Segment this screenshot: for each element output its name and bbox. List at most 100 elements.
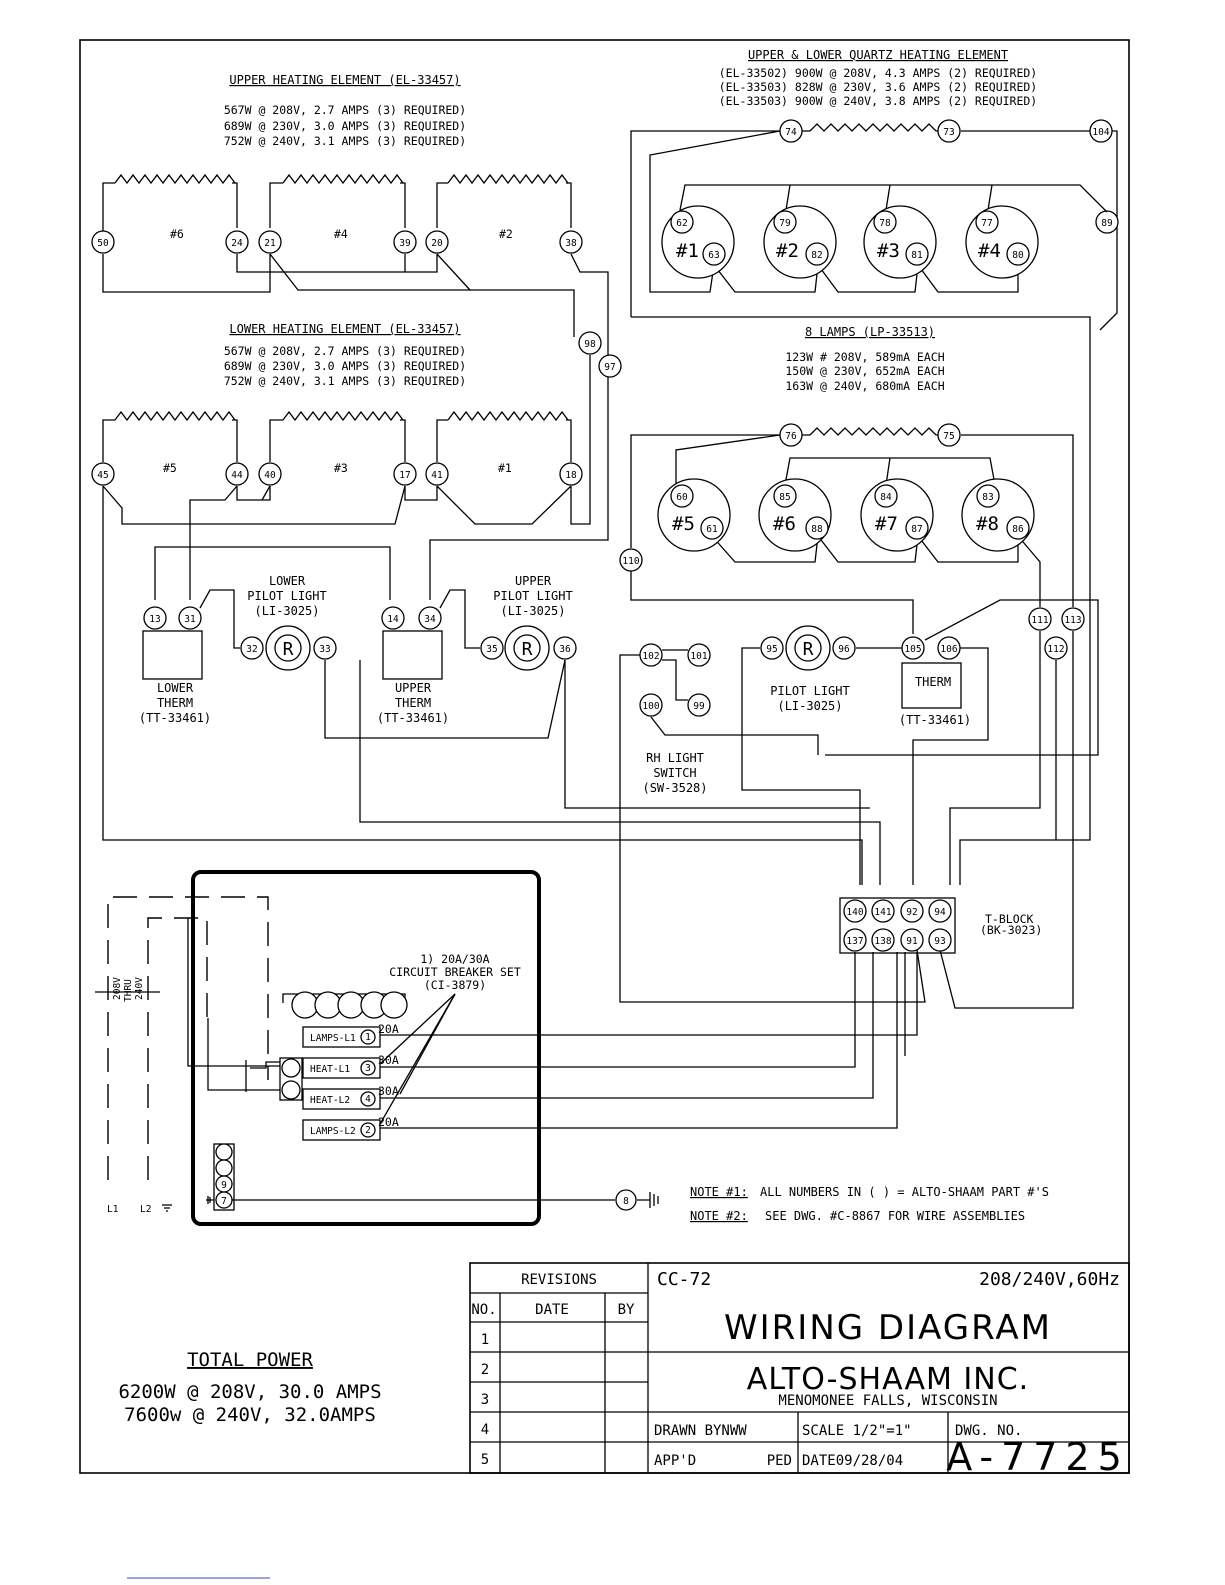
appd-by: PED (767, 1453, 792, 1469)
supply-l2: L2 (140, 1204, 151, 1215)
model: CC-72 (657, 1269, 711, 1290)
col-no: NO. (471, 1302, 496, 1318)
terminal: 78 (879, 218, 891, 229)
dwg-label: DWG. NO. (955, 1423, 1022, 1439)
terminal: 84 (880, 492, 892, 503)
quartz-spec: (EL-33503) 900W @ 240V, 3.8 AMPS (2) REQ… (719, 94, 1038, 108)
terminal: 106 (940, 644, 957, 655)
component-label: THERM (915, 675, 951, 689)
terminal: 96 (838, 644, 850, 655)
lower-heating-spec: 752W @ 240V, 3.1 AMPS (3) REQUIRED) (224, 374, 466, 388)
component-label: PILOT LIGHT (247, 589, 326, 603)
terminal: 82 (811, 250, 822, 261)
drawing-title: WIRING DIAGRAM (724, 1308, 1052, 1348)
terminal: 80 (1012, 250, 1024, 261)
component-label: (SW-3528) (642, 781, 707, 795)
terminal: 87 (911, 524, 922, 535)
col-date: DATE (535, 1302, 569, 1318)
lower-heating-spec: 689W @ 230V, 3.0 AMPS (3) REQUIRED) (224, 359, 466, 373)
breaker (302, 1088, 381, 1110)
lower-pilot-light (265, 625, 311, 671)
terminal: 79 (779, 218, 791, 229)
breaker-label: LAMPS-L2 (310, 1126, 356, 1137)
terminal: 112 (1047, 644, 1064, 655)
terminal: 100 (642, 701, 659, 712)
lamp-label: #6 (773, 513, 796, 535)
lower-heating-spec: 567W @ 208V, 2.7 AMPS (3) REQUIRED) (224, 344, 466, 358)
component-label: (LI-3025) (500, 604, 565, 618)
date: DATE09/28/04 (802, 1453, 903, 1469)
quartz-spec: (EL-33502) 900W @ 208V, 4.3 AMPS (2) REQ… (719, 66, 1038, 80)
terminal: 93 (934, 936, 945, 947)
breaker-num: 4 (365, 1094, 371, 1105)
lower-heating-title: LOWER HEATING ELEMENT (EL-33457) (229, 322, 460, 336)
therm-right (901, 662, 962, 709)
terminal: 140 (846, 907, 863, 918)
terminal: 44 (231, 470, 243, 481)
supply-voltage: 208V (112, 977, 123, 1000)
terminal: 31 (184, 614, 196, 625)
breaker-title: (CI-3879) (424, 978, 486, 992)
terminal: 138 (874, 936, 891, 947)
upper-heating-coils (102, 174, 572, 293)
lamp-label: #5 (672, 513, 695, 535)
breaker-title: CIRCUIT BREAKER SET (389, 965, 521, 979)
total-power-line: 6200W @ 208V, 30.0 AMPS (118, 1381, 381, 1403)
dwg-number: A-7725 (946, 1435, 1130, 1479)
component-label: PILOT LIGHT (493, 589, 572, 603)
location: MENOMONEE FALLS, WISCONSIN (778, 1393, 997, 1409)
terminal: 91 (906, 936, 918, 947)
terminal: 81 (911, 250, 923, 261)
component-label: (TT-33461) (899, 713, 971, 727)
terminal: 45 (97, 470, 108, 481)
breaker-label: HEAT-L1 (310, 1064, 350, 1075)
breaker (302, 1026, 381, 1048)
component-label: (LI-3025) (777, 699, 842, 713)
component-label: UPPER (395, 681, 432, 695)
terminal: 99 (693, 701, 705, 712)
ground-icon (637, 1192, 659, 1208)
component-label: UPPER (515, 574, 552, 588)
pilot-symbol: R (803, 639, 814, 660)
terminal: 35 (486, 644, 497, 655)
terminal: 104 (1092, 127, 1109, 138)
terminal: 13 (149, 614, 160, 625)
upper-heating-spec: 567W @ 208V, 2.7 AMPS (3) REQUIRED) (224, 103, 466, 117)
terminal: 105 (904, 644, 921, 655)
pilot-light (785, 625, 831, 671)
pilot-symbol: R (522, 639, 533, 660)
upper-heating-title: UPPER HEATING ELEMENT (EL-33457) (229, 73, 460, 87)
component-label: (TT-33461) (377, 711, 449, 725)
terminal: 95 (766, 644, 777, 655)
breaker-amps: 20A (378, 1115, 399, 1129)
note-text: ALL NUMBERS IN ( ) = ALTO-SHAAM PART #'S (760, 1185, 1049, 1199)
upper-heating-spec: 689W @ 230V, 3.0 AMPS (3) REQUIRED) (224, 119, 466, 133)
terminal: 38 (565, 238, 577, 249)
terminal: 98 (584, 339, 596, 350)
lower-heating-coils (102, 411, 572, 462)
terminal: 89 (1101, 218, 1113, 229)
breaker (302, 1119, 381, 1141)
terminal: 40 (264, 470, 276, 481)
rev-row: 3 (481, 1392, 489, 1408)
breaker-num: 1 (365, 1032, 371, 1043)
quartz-title: UPPER & LOWER QUARTZ HEATING ELEMENT (748, 48, 1008, 62)
breaker-label: LAMPS-L1 (310, 1033, 356, 1044)
component-label: T-BLOCK (985, 912, 1034, 926)
element-label: #3 (334, 461, 348, 475)
element-label: #5 (163, 461, 177, 475)
lamps-spec: 123W # 208V, 589mA EACH (785, 350, 944, 364)
terminal: 39 (399, 238, 411, 249)
supply-l1: L1 (107, 1204, 119, 1215)
col-by: BY (618, 1302, 635, 1318)
lamps-spec: 150W @ 230V, 652mA EACH (785, 364, 944, 378)
terminal: 94 (934, 907, 946, 918)
title-block (469, 1262, 1130, 1474)
supply-voltage: THRU (123, 979, 134, 1002)
terminal: 7 (221, 1196, 227, 1207)
terminal: 102 (642, 651, 659, 662)
lamps-title: 8 LAMPS (LP-33513) (805, 325, 935, 339)
breaker-panel (191, 870, 541, 1226)
component-label: PILOT LIGHT (770, 684, 849, 698)
breaker (302, 1057, 381, 1079)
